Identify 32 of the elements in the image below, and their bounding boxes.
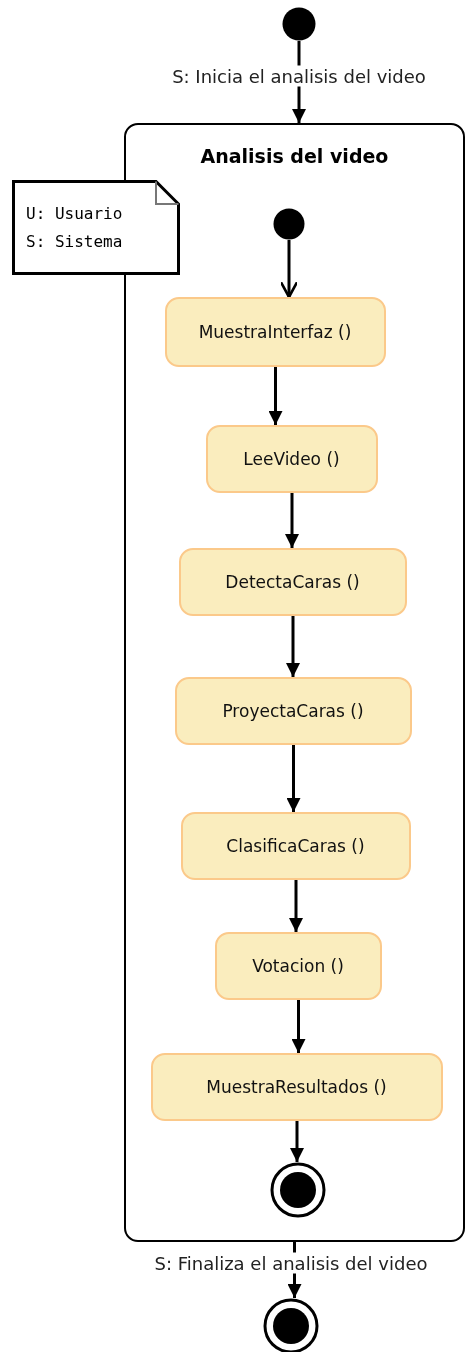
action-label: ProyectaCaras ()	[222, 700, 364, 721]
state-title: Analisis del video	[200, 145, 389, 167]
action-box	[164, 296, 386, 367]
action-label: Votacion ()	[252, 955, 344, 976]
note-text: S: Sistema	[26, 230, 124, 253]
start-node	[282, 7, 316, 41]
action-label: ClasificaCaras ()	[226, 835, 365, 856]
composite-state	[124, 123, 465, 1242]
edge-label: S: Inicia el analisis del video	[170, 65, 428, 87]
action-box	[180, 811, 411, 880]
action-box	[178, 547, 407, 616]
action-box	[205, 424, 378, 493]
note-text: U: Usuario	[26, 202, 124, 225]
arrow	[286, 745, 301, 812]
action-label: LeeVideo ()	[243, 448, 340, 469]
action-box	[150, 1052, 443, 1121]
action-label: MuestraInterfaz ()	[198, 321, 352, 342]
end-node	[269, 1161, 326, 1218]
arrow	[286, 616, 300, 677]
action-label: DetectaCaras ()	[225, 571, 360, 592]
arrow	[290, 1121, 304, 1162]
start-node	[272, 207, 305, 240]
arrow	[285, 493, 299, 548]
arrow	[289, 880, 303, 932]
action-box	[214, 931, 382, 1000]
action-box	[174, 676, 412, 745]
end-node	[263, 1298, 319, 1352]
arrow	[291, 1000, 306, 1053]
arrow	[279, 240, 299, 299]
action-label: MuestraResultados ()	[206, 1076, 387, 1097]
arrow	[268, 367, 283, 425]
edge-label: S: Finaliza el analisis del video	[152, 1252, 430, 1274]
